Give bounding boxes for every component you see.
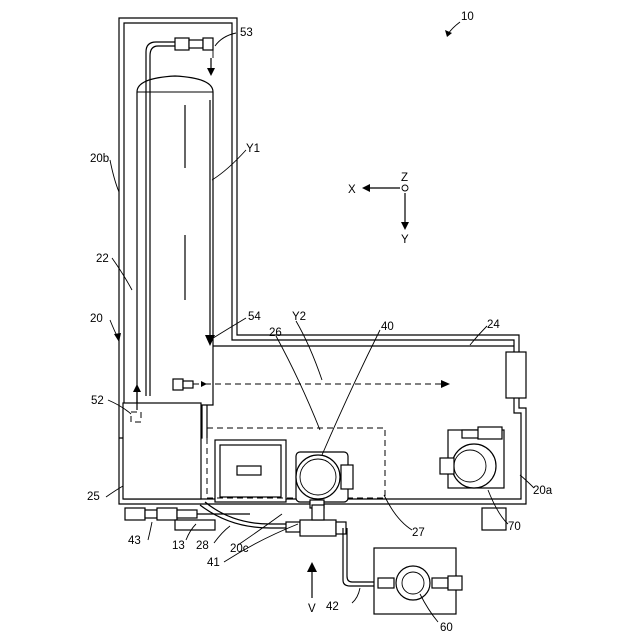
unit-28: [215, 440, 286, 502]
axis-label-y: Y: [401, 234, 409, 246]
label-13: 13: [172, 540, 185, 552]
axis-indicator: X Y Z: [348, 172, 409, 246]
label-70: 70: [508, 521, 521, 533]
label-27: 27: [412, 527, 425, 539]
tank-Y1: [137, 76, 215, 405]
direction-V: V: [307, 562, 317, 615]
label-26: 26: [269, 327, 282, 339]
label-Y2: Y2: [292, 311, 306, 323]
label-24: 24: [487, 319, 500, 331]
label-22: 22: [96, 253, 109, 265]
label-42: 42: [326, 601, 339, 613]
flow-Y2: [205, 380, 450, 388]
label-10: 10: [461, 11, 474, 23]
label-Y1: Y1: [246, 143, 260, 155]
label-52: 52: [91, 395, 104, 407]
label-20c: 20c: [230, 543, 249, 555]
axis-label-x: X: [348, 184, 356, 196]
label-60: 60: [440, 622, 453, 634]
label-20a: 20a: [533, 485, 553, 497]
bottom-piping: [125, 502, 378, 586]
compressor-70: [440, 427, 506, 530]
axis-label-z: Z: [401, 172, 408, 184]
label-40: 40: [381, 321, 394, 333]
label-28: 28: [196, 540, 209, 552]
label-53: 53: [240, 27, 253, 39]
label-V: V: [308, 603, 316, 615]
label-20: 20: [90, 313, 103, 325]
label-43: 43: [128, 535, 141, 547]
side-box: [506, 352, 526, 398]
label-20b: 20b: [90, 153, 109, 165]
label-54: 54: [248, 311, 261, 323]
label-41: 41: [207, 557, 220, 569]
label-25: 25: [87, 491, 100, 503]
pump-40: [296, 452, 353, 508]
pump-60: [374, 548, 462, 614]
